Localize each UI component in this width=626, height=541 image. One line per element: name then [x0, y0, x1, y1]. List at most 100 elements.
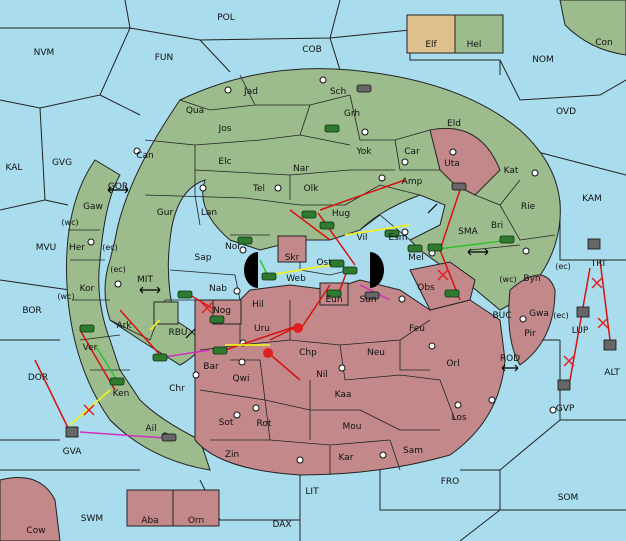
prov-mel: Mel — [408, 253, 424, 263]
region-aba — [126, 489, 174, 527]
region-orn — [172, 489, 220, 527]
prov-grh: Grh — [344, 109, 360, 119]
prov-nor: Nor — [225, 242, 241, 252]
prov-nog: Nog — [213, 306, 231, 316]
sea-kam: KAM — [582, 194, 602, 204]
sea-con: Con — [595, 38, 613, 48]
prov-ark: Ark — [116, 321, 132, 331]
prov-her: Her — [69, 243, 85, 253]
prov-sap: Sap — [195, 253, 212, 263]
prov-feu: Feu — [409, 324, 425, 334]
fail-marks — [83, 269, 609, 416]
prov-web: Web — [286, 274, 306, 284]
region-rbu-box — [153, 301, 179, 325]
prov-vil: Vil — [357, 233, 368, 243]
region-gwa-pir — [508, 274, 556, 366]
prov-eun: Eun — [325, 295, 342, 305]
prov-pir: Pir — [524, 329, 536, 339]
prov-kar: Kar — [339, 453, 354, 463]
sea-nvm: NVM — [34, 48, 55, 58]
sea-dax: DAX — [272, 520, 291, 530]
prov-los: Los — [451, 413, 466, 423]
sea-fro: FRO — [441, 477, 460, 487]
fleet-units — [65, 84, 617, 442]
prov-esm: Esm — [388, 233, 407, 243]
prov-nab: Nab — [209, 284, 227, 294]
prov-ail: Ail — [145, 424, 156, 434]
prov-eld: Eld — [447, 119, 461, 129]
coast-wc-kor: (wc) — [57, 292, 74, 301]
coast-ec-kor: (ec) — [110, 265, 126, 274]
dislodged-marks — [263, 323, 303, 358]
sea-labels: POL COB NVM FUN NOM Con OVD KAL GVG GOR … — [6, 13, 621, 536]
coast-ec-byn: (ec) — [555, 262, 571, 271]
prov-hug: Hug — [332, 209, 350, 219]
sea-cob: COB — [302, 45, 322, 55]
sea-lit: LIT — [305, 487, 319, 497]
sea-pol: POL — [217, 13, 235, 23]
legend-hel-label: Hel — [467, 40, 482, 50]
legend-elf-swatch — [406, 14, 456, 54]
prov-kaa: Kaa — [335, 390, 352, 400]
sea-swm: SWM — [81, 514, 103, 524]
coast-ec-gwa: (ec) — [553, 311, 569, 320]
prov-jos: Jos — [218, 124, 232, 134]
prov-byn: Byn — [523, 274, 540, 284]
prov-zin: Zin — [225, 450, 239, 460]
sea-gvp: GVP — [556, 404, 575, 414]
prov-ken: Ken — [113, 389, 130, 399]
prov-lan: Lan — [201, 208, 217, 218]
prov-chp: Chp — [299, 348, 317, 358]
sea-nom: NOM — [532, 55, 554, 65]
prov-ost: Ost — [316, 258, 332, 268]
coast-tags: (wc) (ec) (ec) (wc) (wc) (ec) (ec) — [57, 218, 570, 320]
coast-wc-byn: (wc) — [499, 275, 516, 284]
prov-mou: Mou — [343, 422, 362, 432]
sea-sma: SMA — [458, 227, 478, 237]
sea-rod: ROD — [500, 354, 520, 364]
sea-fun: FUN — [155, 53, 174, 63]
sea-rbu: RBU — [168, 328, 187, 338]
prov-gur: Gur — [157, 208, 174, 218]
prov-sot: Sot — [219, 418, 234, 428]
sea-gvg: GVG — [52, 158, 72, 168]
prov-jad: Jad — [243, 87, 258, 97]
prov-skr: Skr — [285, 253, 300, 263]
prov-tel: Tel — [252, 184, 265, 194]
region-cow — [0, 477, 61, 541]
prov-qwi: Qwi — [233, 374, 250, 384]
prov-neu: Neu — [367, 348, 385, 358]
prov-rie: Rie — [521, 202, 536, 212]
prov-sch: Sch — [330, 87, 346, 97]
region-orn-label: Orn — [188, 516, 204, 526]
prov-nil: Nil — [316, 370, 328, 380]
army-units — [79, 124, 515, 386]
prov-orl: Orl — [446, 359, 459, 369]
prov-qua: Qua — [186, 106, 204, 116]
province-labels: Jad Sch Qua Grh Jos Eld Can Yok Car Uta … — [69, 87, 549, 463]
legend-hel-swatch — [454, 14, 504, 54]
sea-dor: DOR — [28, 373, 48, 383]
sea-som: SOM — [558, 493, 579, 503]
coast-ec-her: (ec) — [102, 243, 118, 252]
region-skr — [277, 235, 307, 263]
region-nog — [212, 299, 242, 325]
prov-sam: Sam — [403, 446, 423, 456]
sea-kal: KAL — [6, 163, 23, 173]
prov-elc: Elc — [218, 157, 231, 167]
sea-alt: ALT — [604, 368, 620, 378]
prov-gaw: Gaw — [83, 202, 103, 212]
move-orders — [34, 179, 611, 433]
sea-cow: Cow — [26, 526, 45, 536]
prov-car: Car — [404, 147, 420, 157]
region-aba-label: Aba — [141, 516, 158, 526]
prov-gwa: Gwa — [529, 309, 549, 319]
sea-mit: MIT — [137, 275, 153, 285]
sea-gor: GOR — [108, 182, 128, 192]
sea-ovd: OVD — [556, 107, 576, 117]
sea-gva: GVA — [63, 447, 83, 457]
prov-kat: Kat — [504, 166, 519, 176]
